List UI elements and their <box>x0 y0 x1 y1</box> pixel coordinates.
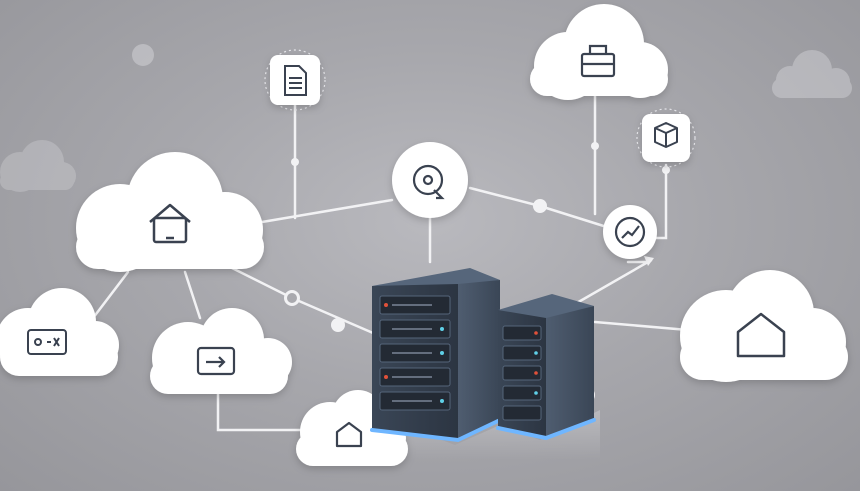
server-floor <box>375 410 600 460</box>
link-gauge-server <box>573 260 653 306</box>
server-leds-small <box>534 331 538 395</box>
home-tablet-icon <box>149 203 191 244</box>
badge-document <box>264 49 326 111</box>
toolbox-icon <box>580 44 616 78</box>
cloud-home-right <box>680 270 848 382</box>
server-base-glow <box>370 418 502 443</box>
background-dot <box>132 44 154 66</box>
server-led-strips <box>392 304 432 402</box>
dashboard-icon <box>27 329 67 355</box>
house-outline-icon <box>736 312 786 358</box>
link-home-disc <box>260 198 394 224</box>
document-icon <box>284 65 307 96</box>
server-rack-large <box>370 268 502 443</box>
cloud-home-tablet <box>76 152 264 272</box>
circle-disc <box>392 142 468 218</box>
link-dashboard <box>88 270 130 324</box>
server-rack-small <box>496 294 596 441</box>
link-package <box>650 163 668 240</box>
circle-gauge <box>603 205 657 259</box>
cloud-dashboard <box>0 288 119 376</box>
connector-nodes <box>291 142 670 332</box>
cloud-transfer <box>150 308 292 394</box>
speed-gauge-icon <box>614 216 646 248</box>
server-rack-icon <box>502 325 542 421</box>
arrow-head <box>644 256 654 266</box>
server-base-glow <box>496 418 596 441</box>
link-transfer-house <box>216 390 302 432</box>
background-cloud-right <box>772 50 852 98</box>
link-server-right <box>593 320 690 332</box>
badge-package <box>636 108 696 168</box>
house-outline-icon <box>335 421 363 448</box>
cloud-toolbox <box>530 4 668 100</box>
server-leds <box>384 303 444 403</box>
disc-drive-icon <box>412 164 445 200</box>
background-cloud-left <box>0 140 76 192</box>
transfer-arrow-icon <box>196 346 236 376</box>
ring-node-left <box>284 290 300 306</box>
link-transfer <box>183 270 202 320</box>
package-box-icon <box>654 122 678 148</box>
